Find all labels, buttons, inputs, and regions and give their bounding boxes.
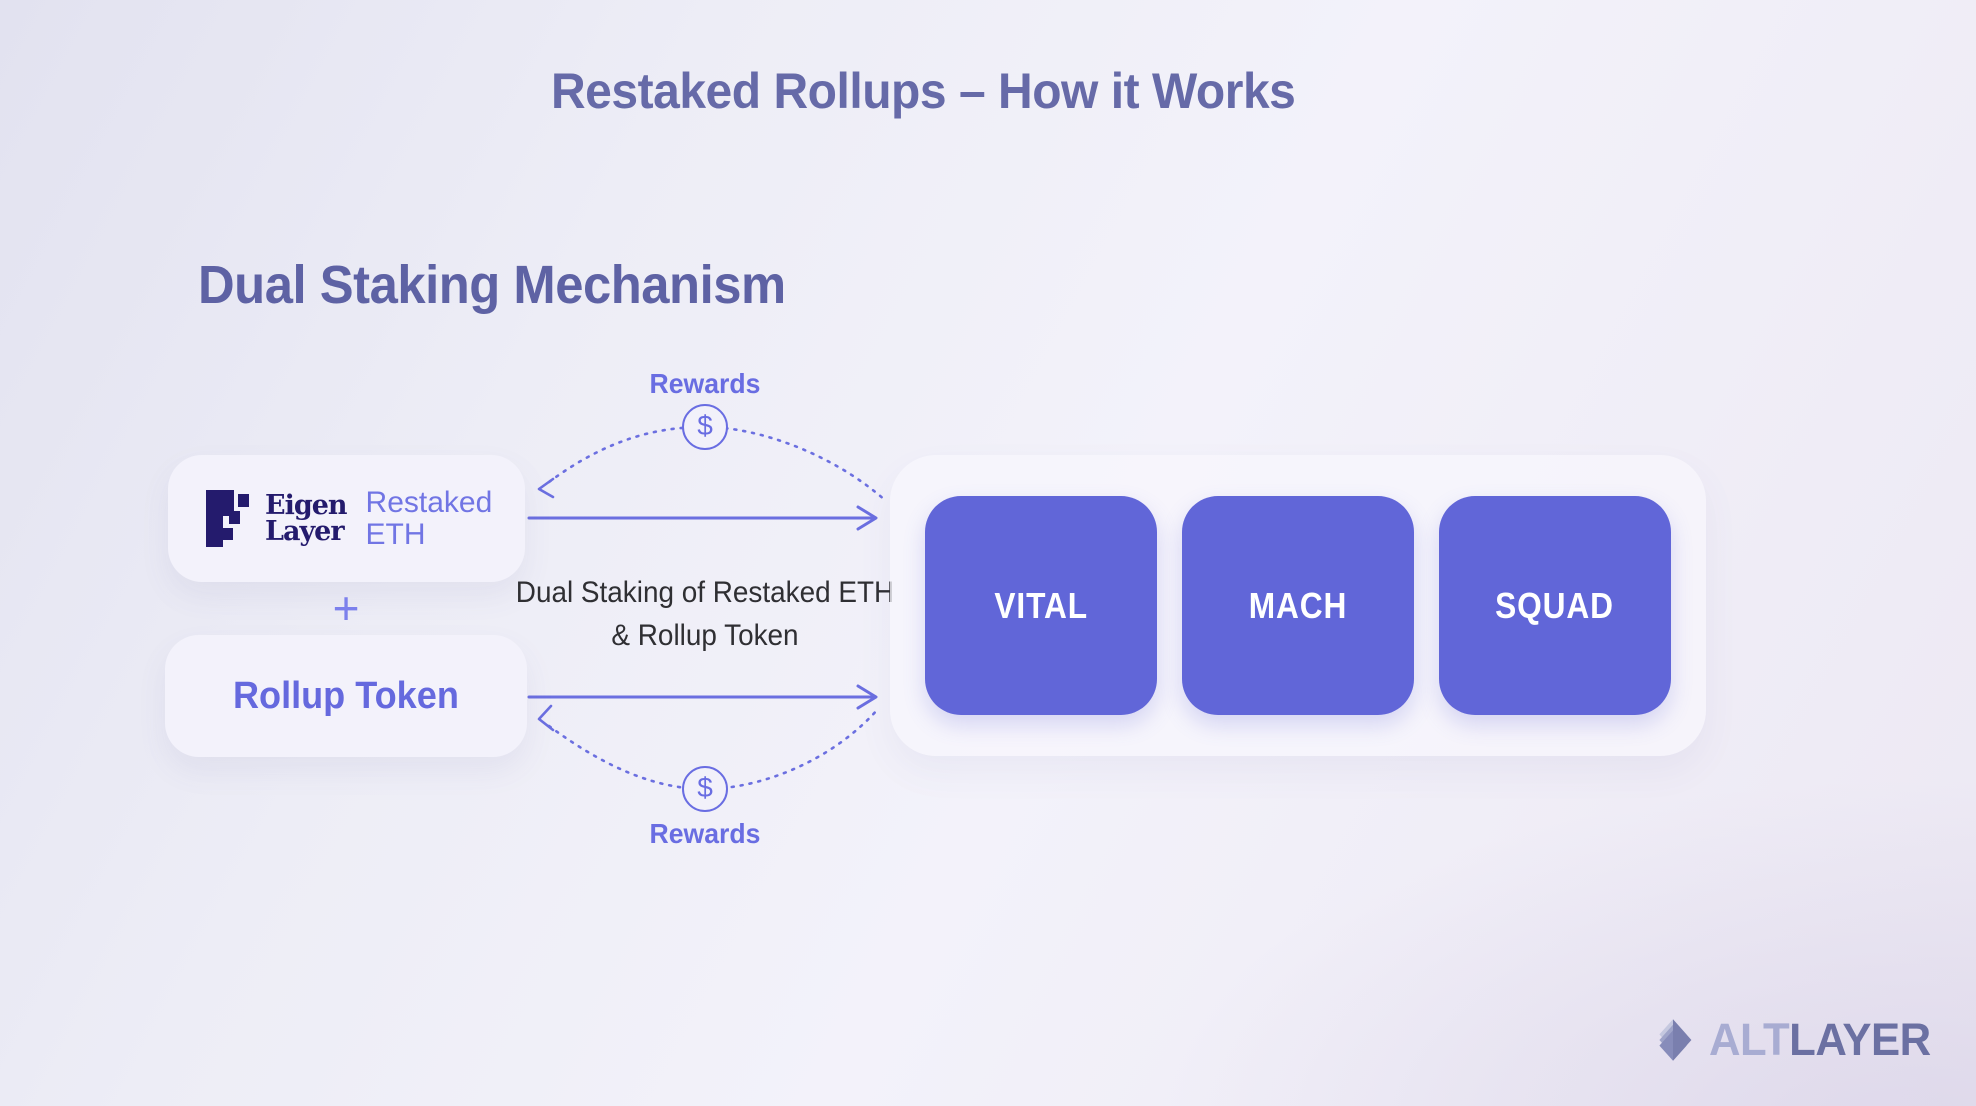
altlayer-icon	[1659, 1019, 1692, 1061]
rollup-token-card: Rollup Token	[165, 635, 527, 757]
altlayer-logo: ALTLAYER	[1646, 1012, 1938, 1068]
rewards-arc-top	[537, 425, 888, 503]
eigenlayer-wordmark-line1: Eigen	[265, 490, 348, 522]
rollup-box-mach: MACH	[1182, 496, 1414, 715]
dollar-coin-icon-top: $	[682, 404, 728, 450]
staking-arrow-bottom	[527, 684, 878, 710]
staking-arrow-top	[527, 505, 878, 531]
dual-staking-caption: Dual Staking of Restaked ETH & Rollup To…	[514, 572, 895, 657]
rewards-label-top: Rewards	[649, 368, 761, 399]
eigenlayer-wordmark-line2: Layer	[265, 515, 345, 547]
restaked-eth-label-line2: ETH	[365, 517, 426, 551]
dollar-glyph-top: $	[697, 410, 713, 441]
restaked-eth-label-line1: Restaked	[365, 486, 493, 520]
plus-sign: +	[332, 582, 360, 634]
rollup-box-squad: SQUAD	[1439, 496, 1671, 715]
rollup-box-vital: VITAL	[925, 496, 1157, 715]
dual-staking-caption-line1: Dual Staking of Restaked ETH	[515, 576, 895, 609]
altlayer-wordmark-alt: ALT	[1709, 1014, 1790, 1065]
rollup-token-label: Rollup Token	[233, 674, 459, 717]
rollup-services-panel: VITAL MACH SQUAD	[890, 455, 1706, 756]
altlayer-wordmark: ALTLAYER	[1709, 1014, 1931, 1066]
rewards-label-bottom: Rewards	[649, 818, 761, 849]
slide-title: Restaked Rollups – How it Works	[551, 63, 1296, 119]
restaked-eth-label: Restaked ETH	[365, 486, 493, 551]
dual-staking-caption-line2: & Rollup Token	[611, 618, 799, 652]
eigenlayer-wordmark: Eigen Layer	[265, 490, 348, 547]
rollup-box-squad-label: SQUAD	[1495, 584, 1615, 626]
rollup-box-vital-label: VITAL	[994, 584, 1088, 626]
dollar-glyph-bottom: $	[697, 772, 713, 803]
section-heading: Dual Staking Mechanism	[198, 255, 786, 315]
rollup-box-mach-label: MACH	[1248, 584, 1348, 626]
restaked-eth-card: Eigen Layer Restaked ETH	[168, 455, 525, 582]
eigenlayer-icon	[206, 490, 249, 547]
altlayer-wordmark-layer: LAYER	[1789, 1014, 1931, 1065]
dollar-coin-icon-bottom: $	[682, 766, 728, 812]
